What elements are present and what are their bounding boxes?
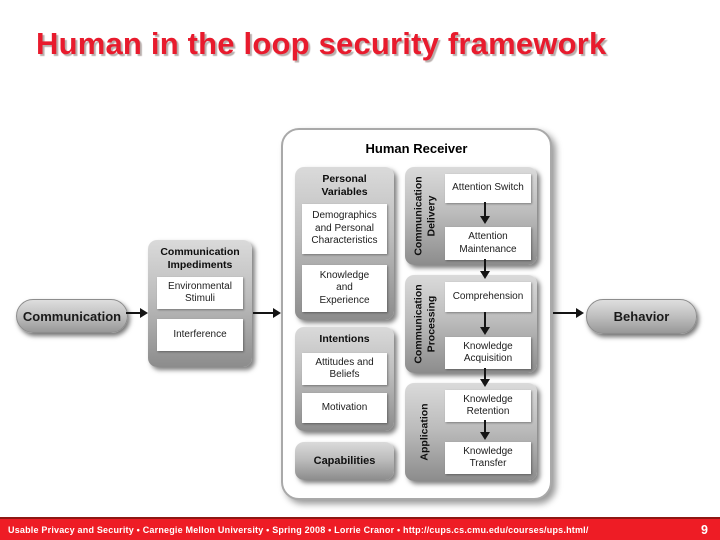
footer-bar: Usable Privacy and Security • Carnegie M… <box>0 519 720 540</box>
capabilities-title: Capabilities <box>313 455 376 467</box>
behavior-node: Behavior <box>586 299 697 334</box>
knowledge-retention-item: Knowledge Retention <box>445 390 531 422</box>
footer-page-number: 9 <box>701 522 708 537</box>
behavior-label: Behavior <box>613 309 670 324</box>
arrow-retention-to-transfer <box>480 420 490 440</box>
attitudes-beliefs-item: Attitudes and Beliefs <box>302 353 387 385</box>
communication-impediments-title: Communication Impediments <box>160 246 240 272</box>
attention-maintenance-item: Attention Maintenance <box>445 227 531 260</box>
communication-impediments-box: Communication Impediments Environmental … <box>148 240 252 367</box>
arrow-communication-to-impediments <box>126 308 148 318</box>
knowledge-transfer-item: Knowledge Transfer <box>445 442 531 474</box>
comprehension-item: Comprehension <box>445 282 531 312</box>
knowledge-acquisition-item: Knowledge Acquisition <box>445 337 531 369</box>
personal-variables-title: Personal Variables <box>321 173 368 199</box>
communication-delivery-label-strip: Communication Delivery <box>405 167 445 265</box>
human-receiver-container: Human Receiver Personal Variables Demogr… <box>281 128 552 500</box>
arrow-impediments-to-receiver <box>253 308 281 318</box>
interference-item: Interference <box>157 319 243 351</box>
arrow-receiver-to-behavior <box>553 308 584 318</box>
motivation-item: Motivation <box>302 393 387 423</box>
application-label-strip: Application <box>405 383 445 481</box>
communication-processing-label-strip: Communication Processing <box>405 275 445 373</box>
attention-switch-item: Attention Switch <box>445 174 531 203</box>
human-receiver-title: Human Receiver <box>365 141 468 156</box>
communication-processing-title: Communication Processing <box>412 284 437 364</box>
arrow-attention-switch-to-maintenance <box>480 202 490 224</box>
application-title: Application <box>418 403 431 461</box>
communication-label: Communication <box>22 308 122 324</box>
application-box: Application Knowledge Retention Knowledg… <box>405 383 537 481</box>
personal-variables-box: Personal Variables Demographics and Pers… <box>295 167 394 320</box>
communication-processing-box: Communication Processing Comprehension K… <box>405 275 537 373</box>
demographics-item: Demographics and Personal Characteristic… <box>302 204 387 254</box>
arrow-comprehension-to-acquisition <box>480 312 490 335</box>
arrow-acquisition-to-retention <box>480 368 490 387</box>
environmental-stimuli-item: Environmental Stimuli <box>157 277 243 309</box>
capabilities-box: Capabilities <box>295 442 394 480</box>
footer-text: Usable Privacy and Security • Carnegie M… <box>8 524 589 535</box>
intentions-title: Intentions <box>319 333 370 345</box>
communication-delivery-box: Communication Delivery Attention Switch … <box>405 167 537 265</box>
arrow-maintenance-to-comprehension <box>480 259 490 279</box>
footer-divider-line <box>0 517 720 519</box>
communication-delivery-title: Communication Delivery <box>412 176 437 256</box>
knowledge-experience-item: Knowledge and Experience <box>302 265 387 312</box>
intentions-box: Intentions Attitudes and Beliefs Motivat… <box>295 327 394 431</box>
communication-node: Communication <box>16 299 128 333</box>
slide-title: Human in the loop security framework <box>36 26 607 61</box>
